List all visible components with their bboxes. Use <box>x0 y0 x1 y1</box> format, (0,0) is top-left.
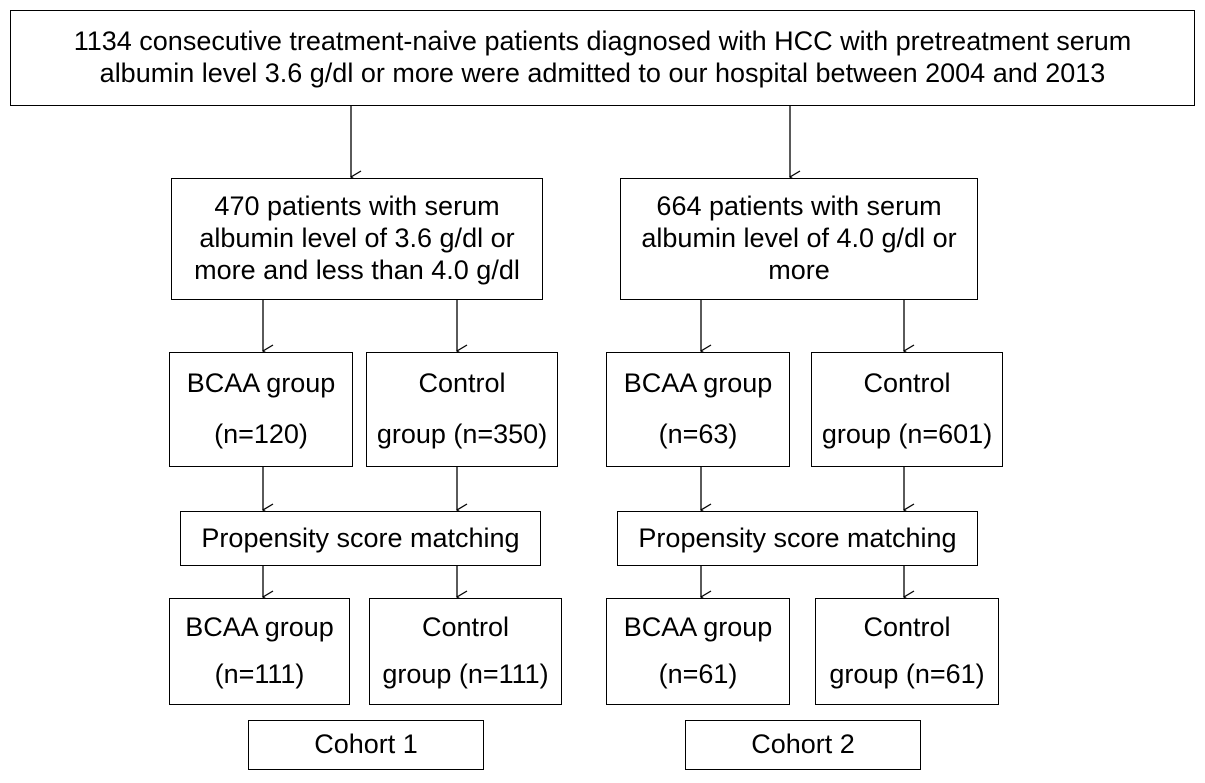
right-bcaa-after-label: BCAA group <box>623 612 773 643</box>
left-control-after-label: Control <box>421 612 510 643</box>
right-control-after-count: group (n=61) <box>829 658 985 689</box>
left-bcaa-after-count: (n=111) <box>214 658 305 689</box>
left-control-before-box: Control group (n=350) <box>366 352 558 467</box>
right-bcaa-after-count: (n=61) <box>658 658 738 689</box>
left-criteria-line-3: more and less than 4.0 g/dl <box>194 254 520 285</box>
right-bcaa-after-box: BCAA group (n=61) <box>606 598 790 705</box>
left-bcaa-before-count: (n=120) <box>214 418 308 449</box>
left-bcaa-before-box: BCAA group (n=120) <box>169 352 353 467</box>
left-bcaa-after-box: BCAA group (n=111) <box>169 598 350 705</box>
right-matching-label: Propensity score matching <box>638 522 957 553</box>
right-bcaa-before-label: BCAA group <box>623 368 773 399</box>
left-control-before-label: Control <box>418 368 506 399</box>
right-bcaa-before-box: BCAA group (n=63) <box>606 352 790 467</box>
left-criteria-box: 470 patients with serum albumin level of… <box>171 178 543 300</box>
cohort-1-box: Cohort 1 <box>248 720 484 770</box>
right-control-before-count: group (n=601) <box>821 418 993 449</box>
enrollment-box: 1134 consecutive treatment-naive patient… <box>10 10 1195 106</box>
enrollment-line-1: 1134 consecutive treatment-naive patient… <box>73 26 1132 57</box>
right-criteria-line-1: 664 patients with serum <box>656 191 942 222</box>
left-criteria-line-2: albumin level of 3.6 g/dl or <box>199 223 515 254</box>
right-criteria-box: 664 patients with serum albumin level of… <box>620 178 978 300</box>
right-matching-box: Propensity score matching <box>617 511 978 566</box>
left-bcaa-after-label: BCAA group <box>185 612 334 643</box>
cohort-1-label: Cohort 1 <box>314 729 418 760</box>
left-bcaa-before-label: BCAA group <box>186 368 336 399</box>
right-control-before-box: Control group (n=601) <box>811 352 1003 467</box>
right-control-before-label: Control <box>863 368 951 399</box>
right-criteria-line-3: more <box>768 254 830 285</box>
right-control-after-box: Control group (n=61) <box>815 598 999 705</box>
left-control-after-count: group (n=111) <box>382 658 549 689</box>
left-matching-box: Propensity score matching <box>180 511 541 566</box>
left-matching-label: Propensity score matching <box>201 522 520 553</box>
left-criteria-line-1: 470 patients with serum <box>214 191 500 222</box>
cohort-2-box: Cohort 2 <box>685 720 921 770</box>
left-control-before-count: group (n=350) <box>376 418 548 449</box>
left-control-after-box: Control group (n=111) <box>369 598 562 705</box>
enrollment-line-2: albumin level 3.6 g/dl or more were admi… <box>99 58 1106 88</box>
right-bcaa-before-count: (n=63) <box>658 418 738 449</box>
cohort-2-label: Cohort 2 <box>751 729 855 760</box>
right-criteria-line-2: albumin level of 4.0 g/dl or <box>641 223 957 254</box>
right-control-after-label: Control <box>863 612 951 643</box>
